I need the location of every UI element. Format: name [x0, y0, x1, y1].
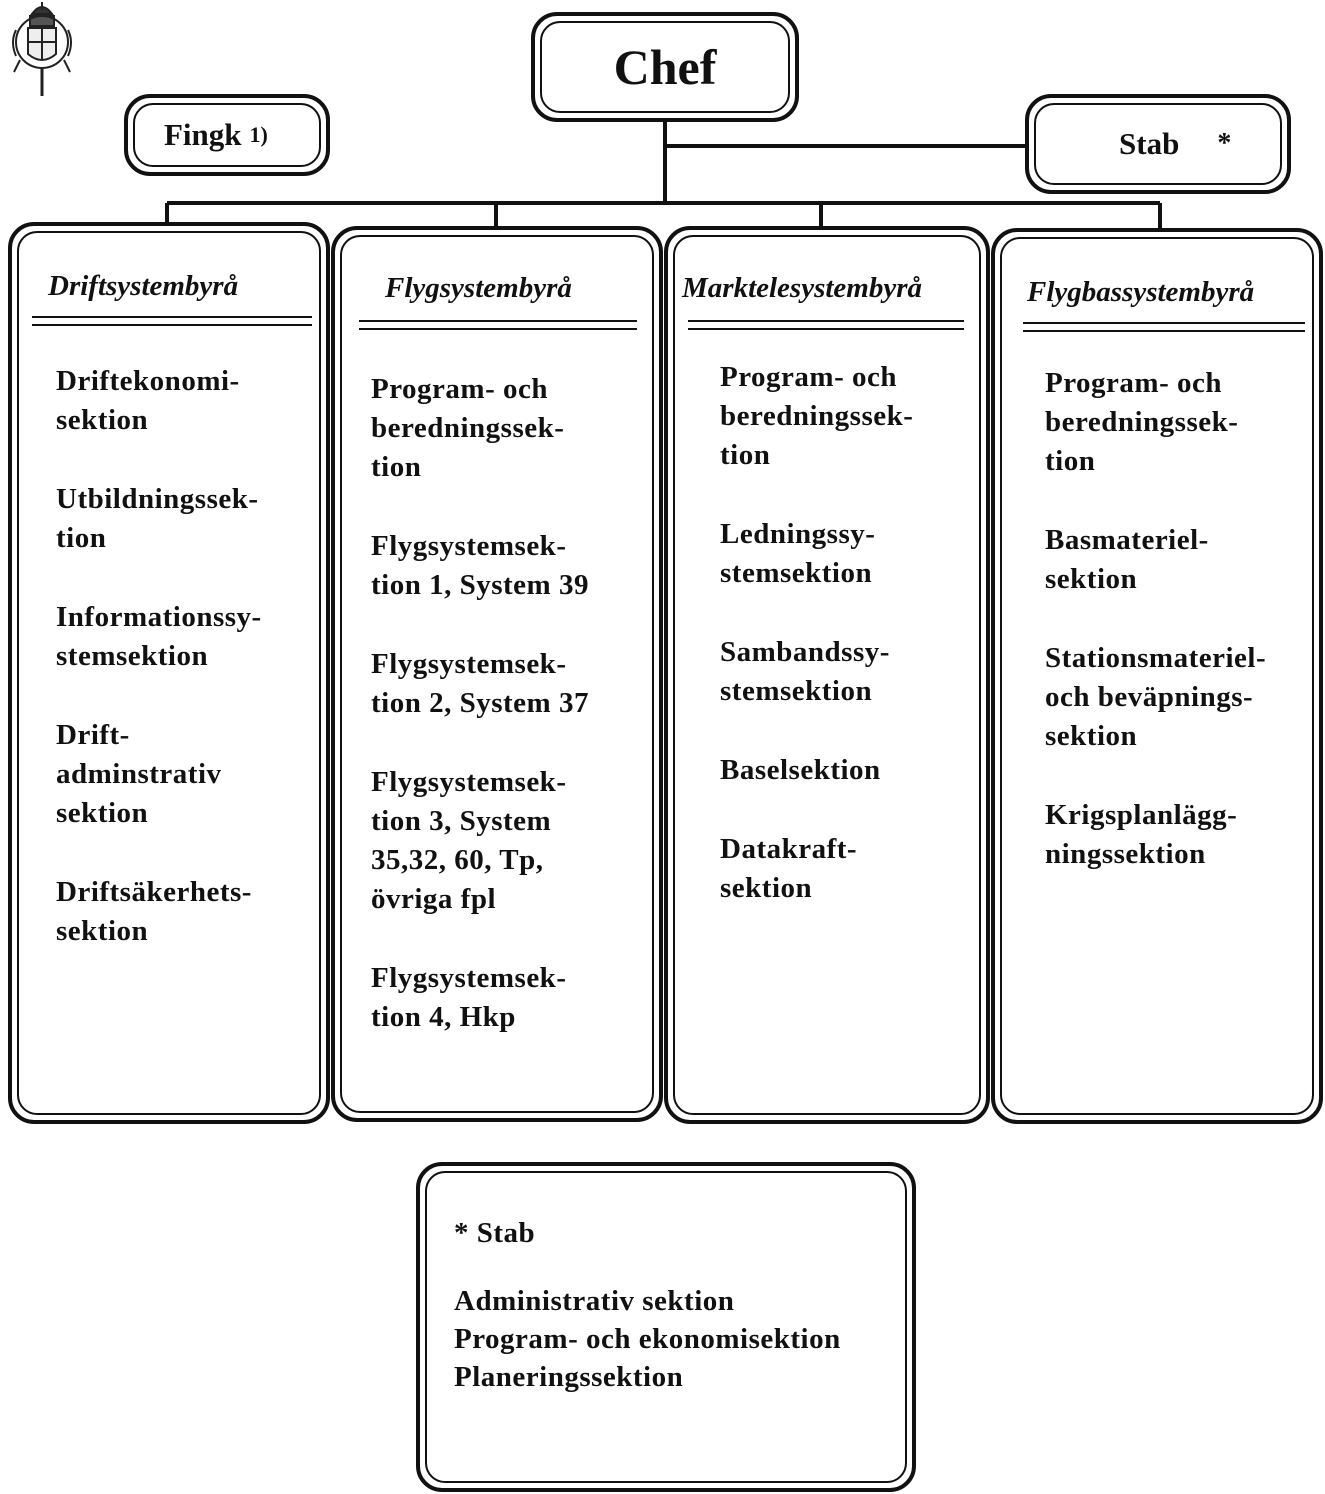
- bureau-title: Flygsystembyrå: [385, 272, 572, 304]
- section-item: Informationssy- stemsektion: [56, 601, 262, 672]
- section-item: Flygsystemsek- tion 4, Hkp: [371, 962, 567, 1033]
- section-item: Baselsektion: [720, 754, 881, 786]
- legend-item: Planeringssektion: [454, 1361, 684, 1393]
- title-divider: [1023, 322, 1305, 332]
- title-divider: [32, 316, 312, 326]
- bureau-column-driftsystembyra: Driftsystembyrå Driftekonomi- sektion Ut…: [8, 222, 330, 1124]
- section-item: Drift- adminstrativ sektion: [56, 719, 222, 829]
- section-item: Datakraft- sektion: [720, 833, 858, 904]
- fingk-footnote-marker: 1): [249, 122, 268, 147]
- section-item: Flygsystemsek- tion 1, System 39: [371, 530, 589, 601]
- section-item: Utbildningssek- tion: [56, 483, 259, 554]
- section-item: Basmateriel- sektion: [1045, 524, 1209, 595]
- stab-label: Stab: [1119, 126, 1180, 161]
- crest-icon: [12, 2, 72, 96]
- bureau-column-marktelesystembyra: Marktelesystembyrå Program- och berednin…: [664, 226, 990, 1124]
- stab-box: Stab *: [1025, 94, 1291, 194]
- fingk-box: Fingk 1): [124, 94, 330, 176]
- section-item: Sambandssy- stemsektion: [720, 636, 890, 707]
- section-item: Ledningssy- stemsektion: [720, 518, 876, 589]
- section-item: Flygsystemsek- tion 2, System 37: [371, 648, 589, 719]
- bureau-title: Flygbassystembyrå: [1027, 276, 1255, 308]
- legend-item: Program- och ekonomisektion: [454, 1323, 841, 1355]
- chef-label: Chef: [613, 39, 717, 95]
- section-item: Program- och beredningssek- tion: [1045, 367, 1239, 477]
- section-item: Krigsplanlägg- ningssektion: [1045, 799, 1238, 870]
- stab-asterisk-marker: *: [1217, 128, 1232, 159]
- legend-title: * Stab: [454, 1217, 536, 1249]
- bureau-title: Marktelesystembyrå: [682, 272, 923, 304]
- section-item: Driftekonomi- sektion: [56, 365, 240, 436]
- title-divider: [688, 320, 964, 330]
- bureau-title: Driftsystembyrå: [48, 270, 239, 302]
- bureau-column-flygsystembyra: Flygsystembyrå Program- och beredningsse…: [331, 226, 663, 1122]
- legend-item: Administrativ sektion: [454, 1285, 735, 1317]
- section-item: Program- och beredningssek- tion: [720, 361, 914, 471]
- stab-legend-box: * Stab Administrativ sektion Program- oc…: [416, 1162, 916, 1492]
- fingk-label: Fingk: [164, 117, 242, 152]
- section-item: Stationsmateriel- och beväpnings- sektio…: [1045, 642, 1267, 752]
- title-divider: [359, 320, 637, 330]
- section-item: Flygsystemsek- tion 3, System 35,32, 60,…: [371, 766, 567, 915]
- section-item: Driftsäkerhets- sektion: [56, 876, 252, 947]
- section-item: Program- och beredningssek- tion: [371, 373, 565, 483]
- chef-box: Chef: [531, 12, 799, 122]
- bureau-column-flygbassystembyra: Flygbassystembyrå Program- och beredning…: [991, 228, 1323, 1124]
